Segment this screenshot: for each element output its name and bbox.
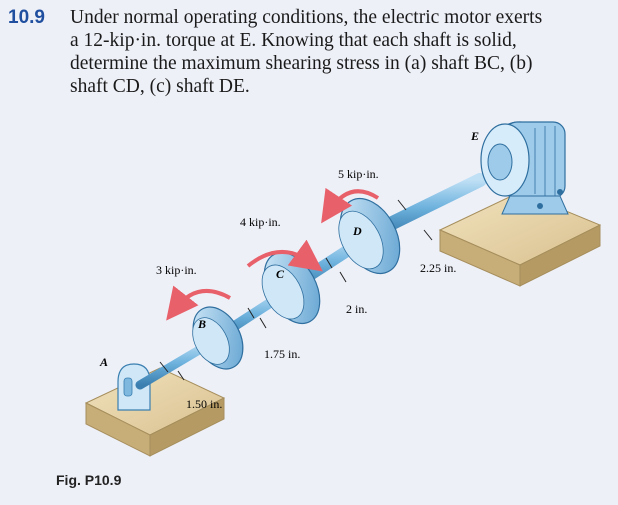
tick-de-2	[423, 229, 433, 241]
problem-line-3: determine the maximum shearing stress in…	[70, 53, 533, 74]
problem-line-2: a 12-kip·in. torque at E. Knowing that e…	[70, 30, 517, 51]
torque-label-b: 3 kip·in.	[156, 263, 197, 277]
diameter-label-bc: 1.75 in.	[264, 347, 300, 361]
figure-caption: Fig. P10.9	[56, 472, 122, 488]
problem-line-1: Under normal operating conditions, the e…	[70, 7, 543, 28]
tick-de-1	[397, 199, 407, 211]
tick-cd-2	[339, 271, 347, 283]
torque-arrow-c	[246, 239, 323, 272]
tick-bc-1	[247, 307, 255, 319]
tick-bc-2	[259, 317, 267, 329]
label-a: A	[99, 355, 108, 369]
tick-ab-2	[177, 370, 185, 381]
label-c: C	[276, 267, 285, 281]
label-d: D	[352, 224, 362, 238]
diameter-label-cd: 2 in.	[346, 302, 367, 316]
torque-label-d: 5 kip·in.	[338, 167, 379, 181]
tick-ab-1	[159, 361, 169, 373]
diameter-label-ab: 1.50 in.	[186, 397, 222, 411]
gear-d	[338, 198, 401, 274]
tick-cd-1	[325, 257, 333, 269]
diameter-label-de: 2.25 in.	[420, 261, 456, 275]
gear-b	[192, 306, 244, 370]
label-e: E	[470, 129, 479, 143]
problem-text: Under normal operating conditions, the e…	[70, 6, 612, 98]
left-base	[84, 367, 226, 457]
torque-arrow-b	[166, 285, 231, 321]
motor-e	[480, 121, 569, 215]
torque-label-c: 4 kip·in.	[240, 215, 281, 229]
torque-arrow-d	[321, 187, 380, 224]
problem-number: 10.9	[8, 7, 45, 28]
problem-line-4: shaft CD, (c) shaft DE.	[70, 76, 250, 97]
label-b: B	[197, 317, 206, 331]
problem-statement: 10.9 Under normal operating conditions, …	[8, 6, 612, 98]
